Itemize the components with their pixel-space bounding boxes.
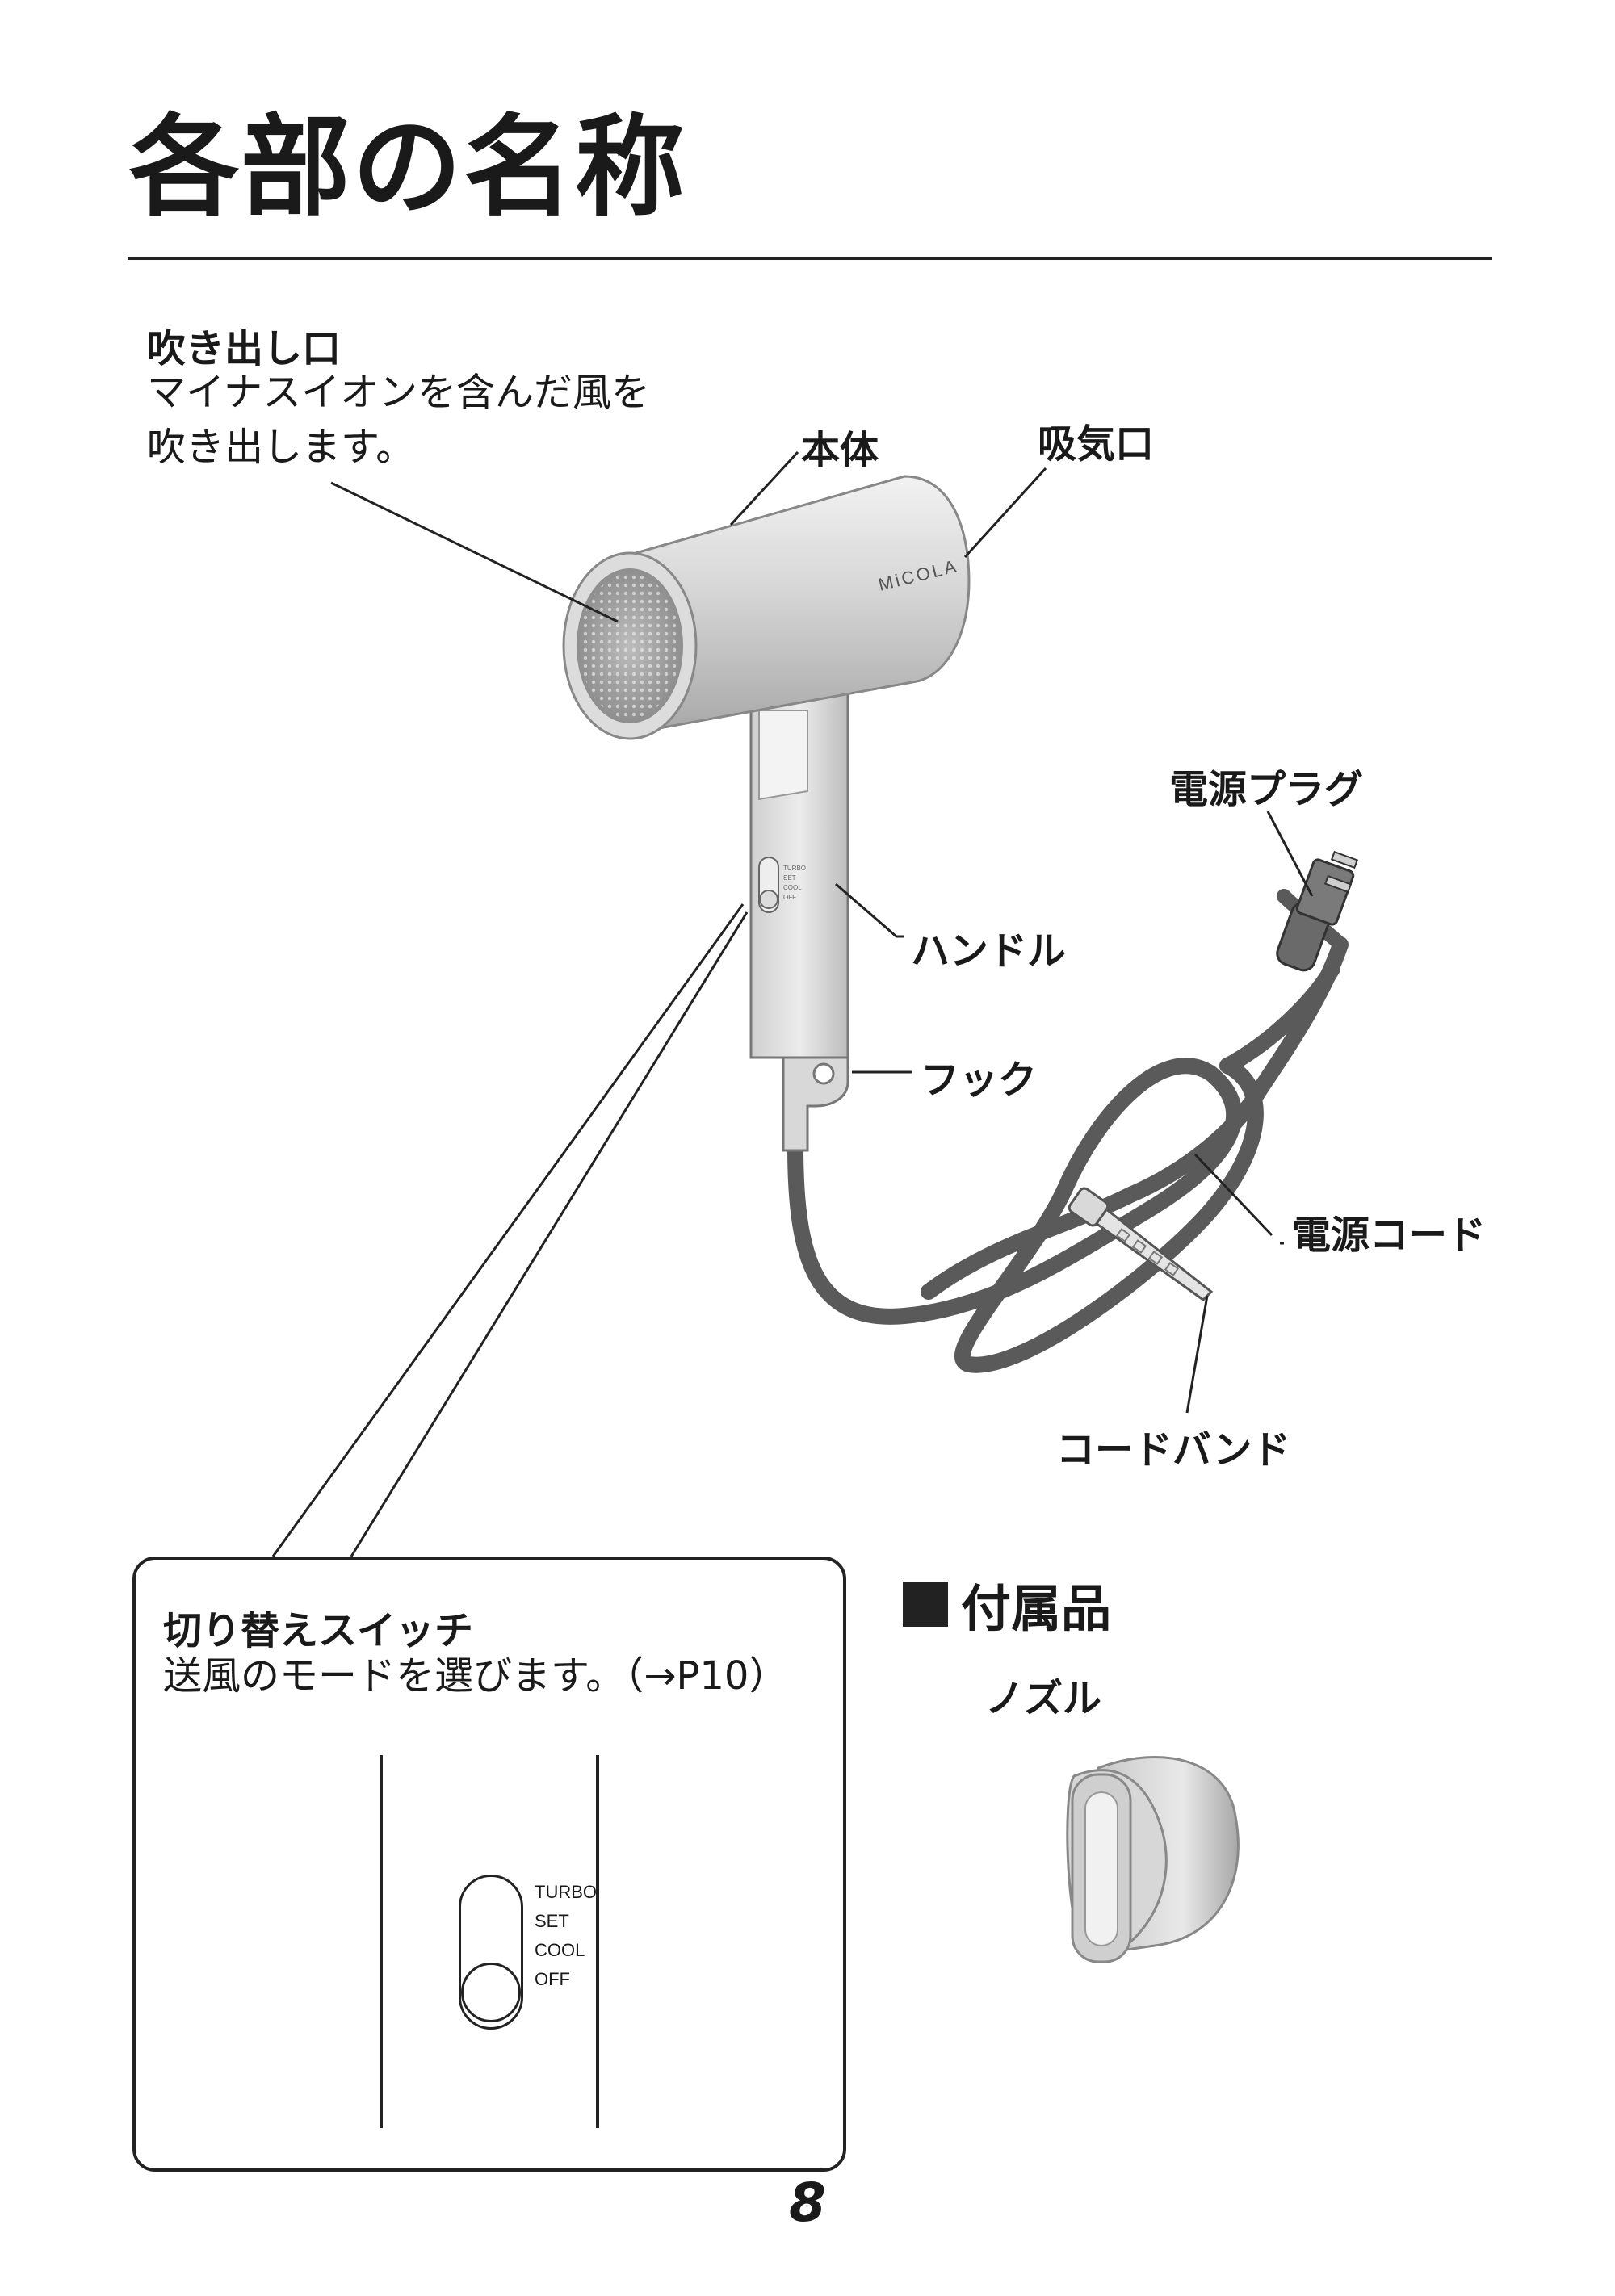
hook-label: フック xyxy=(921,1058,1038,1103)
handle-label: ハンドル xyxy=(911,928,1067,974)
switch-panel-edge-right xyxy=(596,1755,599,2128)
switch-desc: 送風のモードを選びます。（→P10） xyxy=(163,1653,788,1699)
outlet-label: 吹き出し口 xyxy=(147,326,342,371)
switch-mode-list: TURBO SET COOL OFF xyxy=(535,1878,597,1994)
switch-slider-track[interactable] xyxy=(459,1875,523,2030)
svg-text:OFF: OFF xyxy=(783,894,796,901)
switch-mode-off: OFF xyxy=(535,1969,570,1989)
page-title: 各部の名称 xyxy=(129,104,686,232)
power-plug-icon xyxy=(1276,850,1359,972)
page-number: 8 xyxy=(789,2172,826,2234)
power-cord xyxy=(787,889,1349,1373)
switch-mode-turbo: TURBO xyxy=(535,1882,597,1902)
switch-mode-cool: COOL xyxy=(535,1940,585,1960)
dryer-body: MiCOLA xyxy=(562,475,971,740)
switch-mode-set: SET xyxy=(535,1911,569,1931)
accessories-heading: 付属品 xyxy=(903,1568,1111,1640)
svg-text:SET: SET xyxy=(783,874,796,882)
outlet-desc-line2: 吹き出します。 xyxy=(147,425,415,470)
handle-switch-labels: TURBO SET COOL OFF xyxy=(783,865,806,901)
cord-band-icon xyxy=(1068,1187,1214,1301)
intake-label: 吸気口 xyxy=(1038,421,1155,467)
square-bullet-icon xyxy=(903,1582,948,1627)
outlet-desc-line1: マイナスイオンを含んだ風を xyxy=(147,370,651,415)
switch-callout-panel: 切り替えスイッチ 送風のモードを選びます。（→P10） TURBO SET CO… xyxy=(132,1557,846,2172)
cord-label: 電源コード xyxy=(1292,1213,1487,1258)
plug-label: 電源プラグ xyxy=(1169,767,1364,812)
switch-slider-knob[interactable] xyxy=(461,1963,521,2022)
title-divider xyxy=(128,257,1492,260)
switch-label: 切り替えスイッチ xyxy=(163,1608,474,1653)
cord-band-label: コードバンド xyxy=(1056,1427,1291,1473)
nozzle-label: ノズル xyxy=(985,1676,1102,1721)
body-label: 本体 xyxy=(801,428,879,473)
leader-lines xyxy=(271,450,1314,1557)
nozzle-icon xyxy=(1066,1756,1240,1963)
dryer-handle xyxy=(749,685,849,1152)
switch-panel-edge-left xyxy=(380,1755,383,2128)
svg-text:COOL: COOL xyxy=(783,884,802,891)
svg-text:TURBO: TURBO xyxy=(783,865,806,872)
